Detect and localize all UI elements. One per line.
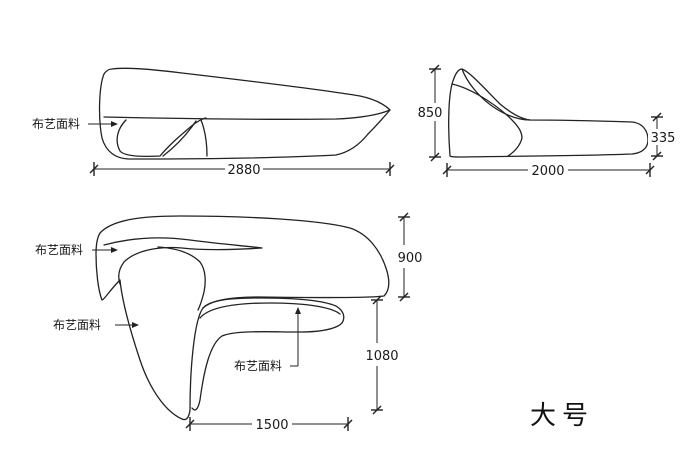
depth-total-dimension-value: 1080 — [365, 349, 398, 364]
material-label: 布艺面料 — [32, 117, 80, 131]
end-elevation-view: 850 335 2000 — [415, 64, 678, 179]
side-inner-curve-2 — [200, 119, 208, 157]
side-sofa-outline — [98, 67, 391, 160]
chaise-outline — [448, 68, 649, 158]
plan-main-outline — [95, 215, 390, 421]
plan-material-label-3: 布艺面料 — [234, 359, 282, 373]
size-tag: 大号 — [530, 401, 594, 431]
plan-inner-cushion — [157, 246, 206, 311]
plan-width-dimension-value: 1500 — [255, 418, 288, 433]
side-seat-line — [103, 109, 391, 120]
depth-back-dimension-value: 900 — [398, 251, 423, 266]
plan-material-label-1: 布艺面料 — [35, 243, 83, 257]
plan-inner-seat-curve — [103, 237, 263, 285]
plan-material-label-2: 布艺面料 — [53, 318, 101, 332]
side-front-panel — [116, 117, 207, 157]
plan-chaise-outline — [191, 297, 345, 411]
seat-height-dimension-value: 335 — [651, 131, 676, 146]
length-dimension-value: 2000 — [531, 164, 564, 179]
side-elevation-view: 布艺面料 2880 — [32, 67, 395, 178]
chaise-back-curve — [461, 68, 531, 121]
height-dimension-value: 850 — [418, 106, 443, 121]
chaise-inner-curve — [451, 83, 523, 157]
plan-view: 布艺面料 布艺面料 布艺面料 900 1080 1500 — [35, 212, 423, 433]
plan-chaise-inner — [199, 302, 341, 319]
side-inner-curve — [162, 120, 197, 157]
material-leader-arrow — [111, 121, 118, 127]
width-dimension-value: 2880 — [227, 163, 260, 178]
